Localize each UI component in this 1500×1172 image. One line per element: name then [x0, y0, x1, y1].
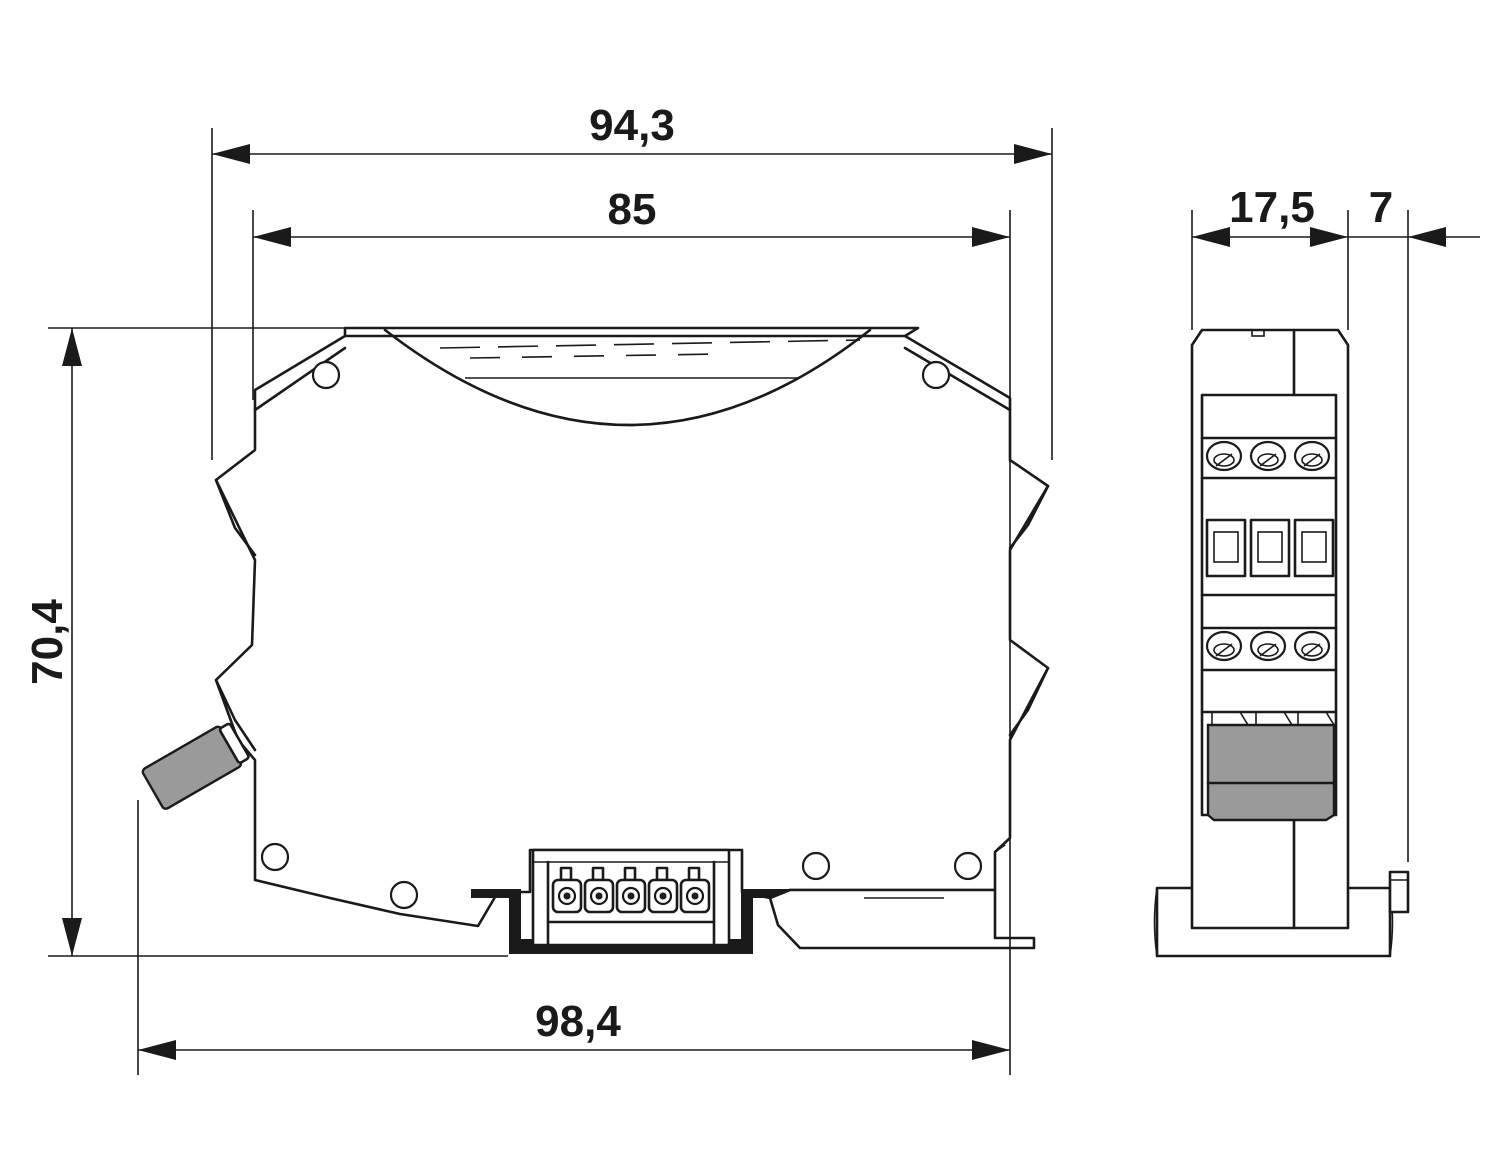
screw-hole: [921, 360, 951, 390]
bottom-connector: [531, 848, 731, 947]
right-latch-top: [1008, 484, 1050, 550]
dim-offset: 7: [1369, 183, 1393, 232]
side-grey-plug: [1206, 723, 1336, 822]
dim-height: 70,4: [23, 599, 72, 685]
housing-inner-edge-right: [903, 346, 1012, 412]
front-view: [141, 326, 1050, 954]
housing-outline: [214, 326, 1050, 928]
screw-hole: [260, 842, 290, 872]
side-plug-windows: [1205, 518, 1335, 578]
left-latch-bottom: [214, 678, 257, 752]
housing-inner-edge-left: [253, 346, 347, 412]
dim-depth: 17,5: [1229, 183, 1315, 232]
screw-hole: [953, 851, 983, 881]
right-latch-bottom: [1008, 666, 1050, 737]
dim-width-total: 94,3: [589, 101, 675, 150]
hidden-line: [439, 339, 861, 349]
side-rail-clip: [1388, 870, 1410, 914]
foot-clip: [768, 888, 1036, 950]
cover-arc: [383, 328, 872, 427]
screw-hole: [311, 360, 341, 390]
dim-width-housing: 85: [608, 185, 657, 234]
side-view: [1153, 328, 1410, 958]
dimension-lines: [48, 128, 1480, 1075]
dim-width-with-rail: 98,4: [535, 997, 621, 1046]
hidden-line-2: [469, 353, 721, 359]
side-screws-bottom: [1205, 630, 1331, 662]
side-screws-top: [1205, 440, 1331, 472]
screw-hole: [801, 851, 831, 881]
connector-screws: [551, 878, 711, 914]
release-lever: [141, 722, 250, 810]
left-latch-top: [214, 478, 257, 557]
screw-hole: [389, 880, 419, 910]
